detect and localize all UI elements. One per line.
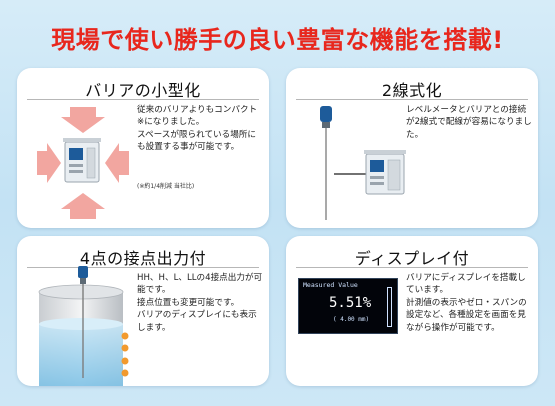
lcd-bar xyxy=(387,287,392,327)
page-headline: 現場で使い勝手の良い豊富な機能を搭載! xyxy=(51,26,504,54)
card-description: HH、H、L、LLの4接点出力が可能です。 接点位置も変更可能です。 バリアのデ… xyxy=(137,273,263,333)
arrows-converging-icon xyxy=(37,107,129,219)
barrier-device-icon xyxy=(63,138,101,183)
title-divider xyxy=(27,267,259,268)
card-title: ディスプレイ付 xyxy=(354,249,470,268)
title-divider xyxy=(296,99,528,100)
barrier-device-icon xyxy=(364,150,406,195)
card-contact-outputs: 4点の接点出力付 HH、H、L、LLの4接点出力が可能です。 接点位置も変更可 xyxy=(17,236,269,386)
card-display: ディスプレイ付 Measured Value 5.51% ( 4.00 mm) … xyxy=(286,236,538,386)
level-meter-probe-icon xyxy=(320,106,332,220)
title-divider xyxy=(296,267,528,268)
footnote: (※約1/4削減 当社比) xyxy=(137,183,195,190)
card-title: 4点の接点出力付 xyxy=(79,249,207,268)
card-description: 従来のバリアよりもコンパクト※になりました。 スペースが限られている場所にも設置… xyxy=(137,105,258,153)
card-title: 2線式化 xyxy=(381,81,443,100)
title-divider xyxy=(27,99,259,100)
card-title: バリアの小型化 xyxy=(85,81,201,100)
card-miniaturization: バリアの小型化 従来のバリアよりもコンパクト※になりました。 スペースが限られて… xyxy=(17,68,269,228)
lcd-display: Measured Value 5.51% ( 4.00 mm) xyxy=(298,278,398,334)
card-two-wire: 2線式化 レベルメータとバリアとの接続が2線式で配線が容易になりました。 xyxy=(286,68,538,228)
card-description: レベルメータとバリアとの接続が2線式で配線が容易になりました。 xyxy=(406,105,532,140)
lcd-header: Measured Value xyxy=(303,281,358,289)
lcd-value: 5.51% xyxy=(329,295,372,311)
card-description: バリアにディスプレイを搭載しています。 計測値の表示やゼロ・スパンの設定など、各… xyxy=(406,273,527,333)
lcd-subvalue: ( 4.00 mm) xyxy=(333,316,370,323)
tank-level-icon xyxy=(38,266,129,386)
